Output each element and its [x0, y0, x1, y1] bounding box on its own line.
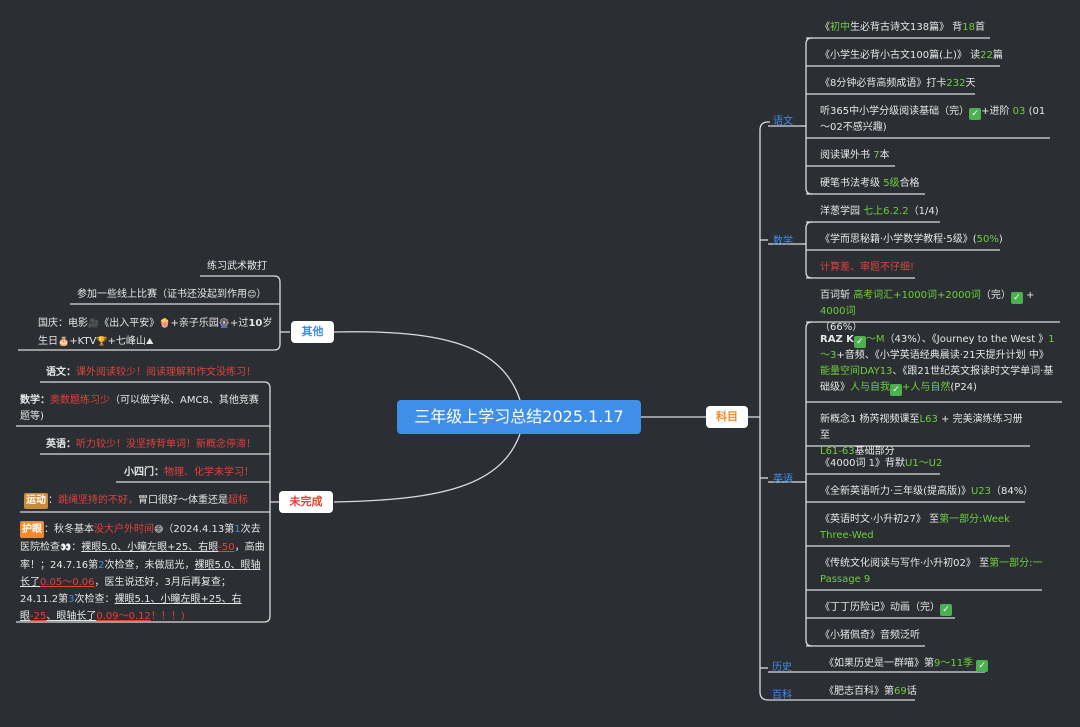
root-node[interactable]: 三年级上学习总结2025.1.17	[397, 400, 641, 434]
eyes-icon: 👀	[60, 543, 72, 553]
incomplete-item-6[interactable]: 护眼：秋冬基本没大户外时间😅（2024.4.13第1次去医院检查👀：裸眼5.0、…	[20, 521, 266, 625]
check-icon: ✓	[976, 660, 989, 672]
others-item-1[interactable]: 练习武术散打	[207, 261, 267, 272]
others-item-3[interactable]: 国庆：电影🎥《出入平安》🍿+亲子乐园🎡+过10岁生日🎂+KTV🏆+七峰山⛰	[38, 315, 272, 351]
trophy-icon: 🏆	[96, 337, 108, 347]
cake-icon: 🎂	[58, 337, 70, 347]
branch-incomplete[interactable]: 未完成	[279, 491, 333, 513]
popcorn-icon: 🍿	[159, 319, 171, 329]
category-math[interactable]: 数学	[773, 236, 793, 247]
check-icon: ✓	[1010, 292, 1023, 304]
mountain-icon: ⛰	[145, 337, 154, 347]
category-history[interactable]: 历史	[772, 662, 792, 673]
ferris-wheel-icon: 🎡	[218, 319, 231, 329]
english-item-1[interactable]: 百词斩 高考词汇+1000词+2000词（完）✓ + 4000词（66%）	[820, 290, 1035, 333]
encyclopedia-item-1[interactable]: 《肥志百科》第69话	[824, 686, 917, 697]
math-item-2[interactable]: 《学而思秘籍·小学数学教程·5级》(50%)	[820, 234, 1003, 245]
smile-emoji-icon: 😊	[247, 290, 257, 300]
english-item-6[interactable]: 《英语时文·小升初27》 至第一部分:Week Three-Wed	[820, 514, 1010, 541]
chinese-item-1[interactable]: 《初中生必背古诗文138篇》 背18首	[820, 22, 985, 33]
sweat-smile-icon: 😅	[154, 525, 164, 535]
chinese-item-3[interactable]: 《8分钟必背高频成语》打卡232天	[820, 78, 976, 89]
incomplete-item-2[interactable]: 数学：奥数题练习少（可以做学秘、AMC8、其他竞赛题等)	[20, 395, 259, 422]
check-icon: ✓	[940, 604, 952, 616]
incomplete-item-3[interactable]: 英语：听力较少！没坚持背单词！新概念停滞！	[46, 439, 256, 450]
branch-others[interactable]: 其他	[291, 321, 334, 343]
check-icon: ✓	[853, 336, 866, 348]
english-item-9[interactable]: 《小猪佩奇》音频泛听	[820, 630, 920, 641]
category-encyclopedia[interactable]: 百科	[772, 690, 792, 701]
incomplete-item-4[interactable]: 小四门：物理、化学未学习！	[124, 467, 254, 478]
branch-subjects[interactable]: 科目	[706, 406, 748, 428]
english-item-5[interactable]: 《全新英语听力·三年级(提高版)》U23（84%）	[820, 486, 1034, 497]
english-item-8[interactable]: 《丁丁历险记》动画（完）✓	[820, 600, 952, 616]
check-icon: ✓	[969, 108, 982, 120]
others-item-2[interactable]: 参加一些线上比赛（证书还没起到作用😊）	[77, 287, 266, 303]
incomplete-item-1[interactable]: 语文：课外阅读较少！阅读理解和作文没练习！	[46, 367, 256, 378]
incomplete-item-5[interactable]: 运动：跳绳坚持的不好，胃口很好～体重还是超标	[24, 493, 248, 509]
math-item-3[interactable]: 计算差、审题不仔细!	[820, 262, 915, 273]
chinese-item-5[interactable]: 阅读课外书 7本	[820, 150, 890, 161]
chinese-item-4[interactable]: 听365中小学分级阅读基础（完）✓+进阶 03 (01～02不感兴趣)	[820, 106, 1046, 133]
chinese-item-6[interactable]: 硬笔书法考级 5级合格	[820, 178, 920, 189]
math-item-1[interactable]: 洋葱学园 七上6.2.2（1/4)	[820, 206, 939, 217]
check-icon: ✓	[890, 384, 902, 396]
english-item-7[interactable]: 《传统文化阅读与写作·小升初02》 至第一部分:一 Passage 9	[820, 558, 1043, 585]
chinese-item-2[interactable]: 《小学生必背小古文100篇(上)》 读22篇	[820, 50, 1003, 61]
history-item-1[interactable]: 《如果历史是一群喵》第9～11季 ✓	[824, 656, 989, 672]
camera-icon: 🎥	[88, 319, 100, 329]
category-chinese[interactable]: 语文	[773, 116, 793, 127]
english-item-2[interactable]: RAZ K✓～M（43%）、《Journey to the West 》1～3+…	[820, 334, 1055, 396]
english-item-4[interactable]: 《4000词 1》背默U1～U2	[820, 458, 943, 469]
category-english[interactable]: 英语	[773, 474, 793, 485]
